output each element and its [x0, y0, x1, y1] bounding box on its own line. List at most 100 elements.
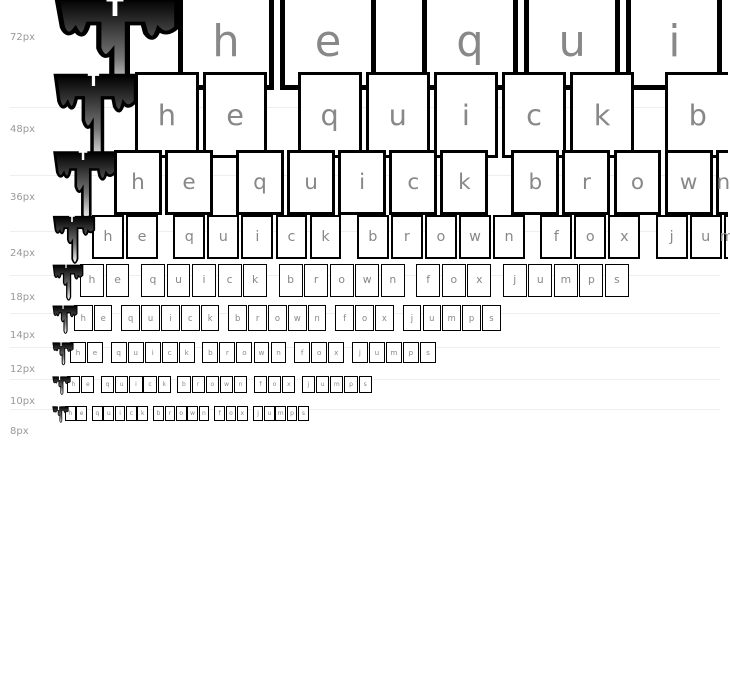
missing-glyph-box: e: [165, 150, 213, 215]
missing-glyph-box: b: [356, 215, 389, 259]
word-space: [160, 215, 173, 234]
missing-glyph-box: j: [351, 342, 368, 363]
missing-glyph-box: o: [574, 215, 607, 259]
missing-glyph-box: f: [214, 406, 225, 421]
missing-glyph-box: w: [187, 406, 198, 421]
missing-glyph-box: b: [177, 376, 191, 393]
dripping-t-icon: T: [52, 149, 117, 228]
missing-glyph-box: j: [301, 376, 316, 393]
missing-glyph-box: n: [307, 305, 327, 331]
missing-glyph-box: e: [87, 342, 103, 363]
missing-glyph-box: u: [365, 72, 430, 158]
missing-glyph-box: e: [105, 264, 130, 297]
missing-glyph-box: j: [252, 406, 264, 421]
missing-glyph-box: k: [137, 406, 149, 421]
missing-glyph-box: q: [297, 72, 362, 158]
size-label: 10px: [10, 396, 35, 407]
missing-glyph-box: e: [126, 215, 158, 259]
missing-glyph-box: q: [110, 342, 127, 363]
missing-glyph-box: f: [416, 264, 441, 297]
missing-glyph-box: u: [287, 150, 335, 215]
size-label: 12px: [10, 364, 35, 375]
word-space: [131, 264, 141, 283]
missing-glyph-box: u: [103, 406, 115, 421]
dripping-t-icon: T: [52, 305, 78, 336]
missing-glyph-box: s: [358, 376, 372, 393]
missing-glyph-box: r: [219, 342, 236, 363]
missing-glyph-box: h: [74, 305, 93, 331]
missing-glyph-box: b: [511, 150, 560, 215]
word-space: [271, 72, 297, 91]
missing-glyph-box: j: [402, 305, 422, 331]
missing-glyph-box: r: [164, 406, 176, 421]
missing-glyph-box: r: [562, 150, 611, 215]
missing-glyph-box: r: [191, 376, 205, 393]
missing-glyph-box: k: [440, 150, 489, 215]
missing-glyph-box: i: [433, 72, 498, 158]
missing-glyph-box: h: [80, 264, 104, 297]
missing-glyph-box: o: [268, 305, 287, 331]
missing-glyph-box: n: [198, 406, 210, 421]
missing-glyph-box: f: [335, 305, 354, 331]
missing-glyph-box: f: [540, 215, 573, 259]
missing-glyph-box: x: [467, 264, 492, 297]
missing-glyph-box: o: [225, 406, 237, 421]
missing-glyph-box: o: [236, 342, 253, 363]
dripping-t-icon: T: [52, 215, 96, 268]
missing-glyph-box: s: [482, 305, 501, 331]
missing-glyph-box: c: [217, 264, 242, 297]
size-label: 24px: [10, 248, 35, 259]
missing-glyph-box: h: [70, 342, 86, 363]
word-space: [643, 215, 656, 234]
word-space: [328, 305, 336, 324]
word-space: [638, 72, 664, 91]
missing-glyph-box: x: [608, 215, 641, 259]
word-space: [216, 150, 236, 169]
missing-glyph-box: o: [329, 264, 354, 297]
missing-glyph-box: m: [442, 305, 461, 331]
missing-glyph-box: m: [720, 215, 730, 259]
missing-glyph-box: r: [248, 305, 267, 331]
row-divider: [10, 107, 720, 108]
missing-glyph-box: n: [715, 150, 730, 215]
dripping-t-icon: T: [52, 342, 74, 367]
missing-glyph-box: p: [579, 264, 604, 297]
missing-glyph-box: p: [286, 406, 298, 421]
size-label: 18px: [10, 292, 35, 303]
missing-glyph-box: u: [127, 342, 144, 363]
missing-glyph-box: i: [161, 305, 180, 331]
missing-glyph-box: i: [129, 376, 143, 393]
missing-glyph-box: q: [173, 215, 206, 259]
missing-glyph-box: u: [264, 406, 275, 421]
missing-glyph-box: p: [344, 376, 358, 393]
word-space: [345, 342, 352, 361]
missing-glyph-box: c: [275, 215, 308, 259]
missing-glyph-box: x: [375, 305, 394, 331]
missing-glyph-box: u: [141, 305, 160, 331]
missing-glyph-box: i: [144, 342, 161, 363]
missing-glyph-box: e: [81, 376, 95, 393]
missing-glyph-box: o: [311, 342, 328, 363]
missing-glyph-box: k: [178, 342, 195, 363]
missing-glyph-box: h: [135, 72, 199, 158]
missing-glyph-box: e: [76, 406, 87, 421]
missing-glyph-box: n: [270, 342, 287, 363]
missing-glyph-box: e: [203, 72, 267, 158]
missing-glyph-box: w: [253, 342, 270, 363]
word-space: [406, 264, 416, 283]
missing-glyph-box: w: [287, 305, 307, 331]
dripping-t-icon: T: [52, 263, 84, 304]
missing-glyph-box: n: [380, 264, 405, 297]
missing-glyph-box: k: [570, 72, 635, 158]
missing-glyph-box: q: [121, 305, 141, 331]
size-label: 14px: [10, 330, 35, 341]
missing-glyph-box: j: [502, 264, 527, 297]
missing-glyph-box: k: [157, 376, 171, 393]
missing-glyph-box: u: [368, 342, 385, 363]
missing-glyph-box: q: [140, 264, 165, 297]
missing-glyph-box: f: [253, 376, 268, 393]
dripping-t-icon: T: [52, 376, 71, 396]
